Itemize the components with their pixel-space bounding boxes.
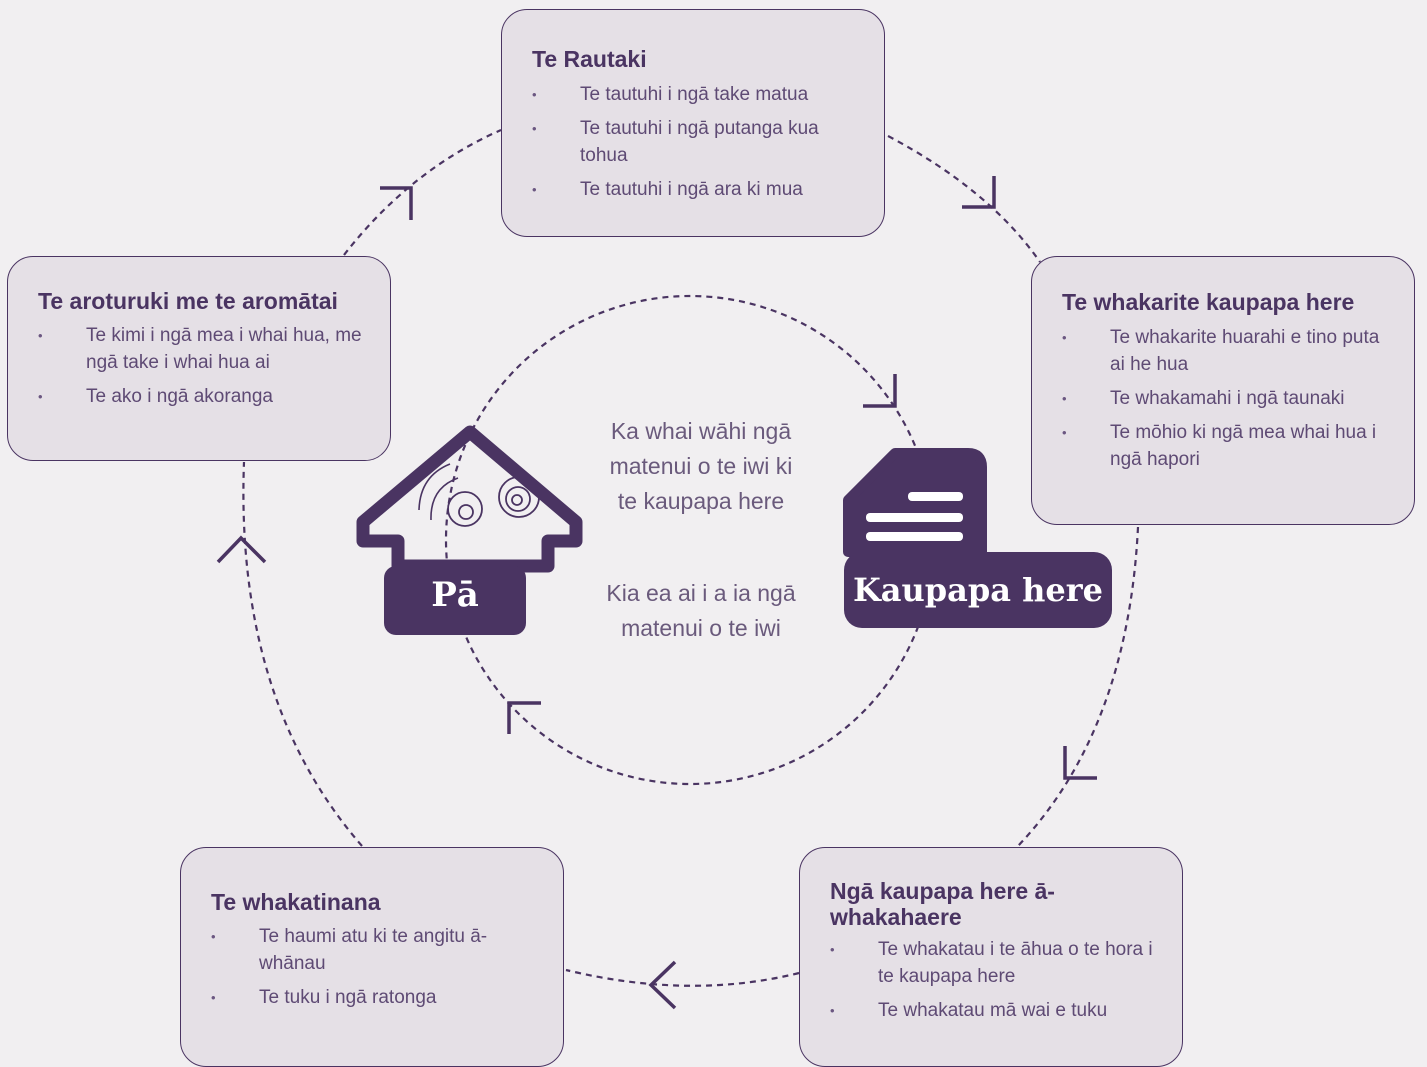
list-item: Te whakatau mā wai e tuku xyxy=(830,997,1158,1024)
implementation-box: Te whakatinana Te haumi atu ki te angitu… xyxy=(180,847,564,1067)
list-item: Te mōhio ki ngā mea whai hua i ngā hapor… xyxy=(1062,419,1390,473)
arrowhead-right xyxy=(1063,746,1097,780)
list-item: Te tuku i ngā ratonga xyxy=(211,984,539,1011)
list-item: Te tautuhi i ngā ara ki mua xyxy=(532,176,860,203)
arrowhead-bottom xyxy=(648,960,677,1010)
list-item: Te tautuhi i ngā take matua xyxy=(532,81,860,108)
governance-title: Ngā kaupapa here ā-whakahaere xyxy=(830,878,1055,930)
pa-label: Pā xyxy=(431,575,479,615)
monitoring-title: Te aroturuki me te aromātai xyxy=(38,288,338,314)
list-item: Te tautuhi i ngā putanga kua tohua xyxy=(532,115,860,169)
monitoring-box: Te aroturuki me te aromātai Te kimi i ng… xyxy=(7,256,391,461)
list-item: Te ako i ngā akoranga xyxy=(38,383,366,410)
implementation-list: Te haumi atu ki te angitu ā-whānau Te tu… xyxy=(211,923,539,1011)
list-item: Te whakatau i te āhua o te hora i te kau… xyxy=(830,936,1158,990)
governance-list: Te whakatau i te āhua o te hora i te kau… xyxy=(830,936,1158,1024)
inner-arrowhead-bottom-left xyxy=(507,701,541,734)
list-item: Te whakamahi i ngā taunaki xyxy=(1062,385,1390,412)
strategy-list: Te tautuhi i ngā take matua Te tautuhi i… xyxy=(532,81,860,203)
document-icon xyxy=(843,448,1112,628)
arrowhead-top-left xyxy=(380,186,413,220)
policy-development-list: Te whakarite huarahi e tino puta ai he h… xyxy=(1062,324,1390,473)
kaupapa-here-label: Kaupapa here xyxy=(852,571,1103,609)
governance-box: Ngā kaupapa here ā-whakahaere Te whakata… xyxy=(799,847,1183,1067)
outer-cycle-arc-bottom xyxy=(565,968,800,987)
list-item: Te whakarite huarahi e tino puta ai he h… xyxy=(1062,324,1390,378)
strategy-box: Te Rautaki Te tautuhi i ngā take matua T… xyxy=(501,9,885,237)
outer-cycle-arc-top-right xyxy=(887,135,1041,263)
outer-cycle-arc-left xyxy=(242,461,363,847)
center-statement-iwi-needs: Kia ea ai i a ia ngā matenui o te iwi xyxy=(606,580,796,641)
arrowhead-top-right xyxy=(962,176,996,209)
list-item: Te kimi i ngā mea i whai hua, me ngā tak… xyxy=(38,322,366,376)
outer-cycle-arc-top-left xyxy=(343,128,502,256)
inner-arrowhead-top-right xyxy=(863,374,897,408)
strategy-title: Te Rautaki xyxy=(532,46,647,72)
monitoring-list: Te kimi i ngā mea i whai hua, me ngā tak… xyxy=(38,322,366,410)
center-statement-iwi-input: Ka whai wāhi ngā matenui o te iwi ki te … xyxy=(609,418,793,514)
implementation-title: Te whakatinana xyxy=(211,889,381,915)
policy-development-title: Te whakarite kaupapa here xyxy=(1062,289,1355,315)
marae-house-icon xyxy=(356,425,583,635)
policy-development-box: Te whakarite kaupapa here Te whakarite h… xyxy=(1031,256,1415,525)
list-item: Te haumi atu ki te angitu ā-whānau xyxy=(211,923,539,977)
arrowhead-left xyxy=(216,535,267,564)
